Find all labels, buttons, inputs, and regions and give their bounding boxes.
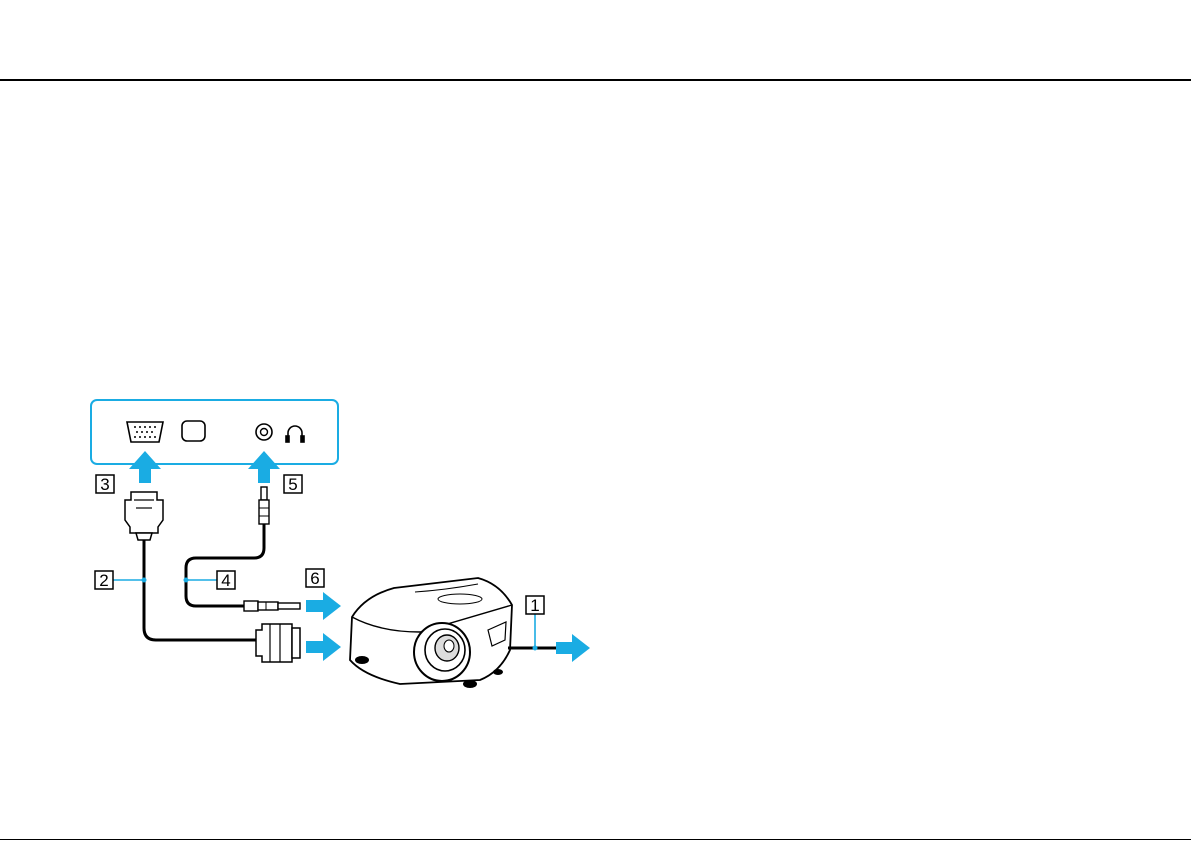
callout-3: 3 bbox=[96, 475, 114, 494]
video-arrow-icon bbox=[306, 633, 341, 661]
callout-6: 6 bbox=[306, 569, 324, 588]
callout-1: 1 bbox=[526, 596, 544, 615]
monitor-port-icon bbox=[127, 422, 163, 442]
audio-cable bbox=[186, 487, 300, 611]
monitor-cable bbox=[125, 492, 300, 662]
power-arrow-icon bbox=[556, 634, 590, 662]
leader-dot-1 bbox=[533, 646, 538, 651]
callout-5: 5 bbox=[284, 475, 302, 494]
leader-dot-2 bbox=[142, 578, 147, 583]
callout-4: 4 bbox=[217, 571, 235, 590]
callout-3-label: 3 bbox=[100, 475, 109, 494]
callout-2-label: 2 bbox=[99, 571, 108, 590]
callout-5-label: 5 bbox=[288, 475, 297, 494]
monitor-arrow-icon bbox=[129, 451, 161, 483]
headphones-icon bbox=[286, 426, 304, 442]
projector-icon bbox=[350, 578, 512, 688]
callout-2: 2 bbox=[95, 571, 113, 590]
port-panel bbox=[91, 400, 338, 464]
headphone-jack-icon bbox=[256, 424, 272, 440]
port-icon bbox=[182, 421, 205, 441]
audio-arrow-icon bbox=[306, 592, 341, 620]
leader-dot-4 bbox=[184, 578, 189, 583]
callout-4-label: 4 bbox=[221, 571, 230, 590]
callout-6-label: 6 bbox=[310, 569, 319, 588]
callout-1-label: 1 bbox=[530, 596, 539, 615]
headphone-arrow-icon bbox=[248, 451, 280, 483]
